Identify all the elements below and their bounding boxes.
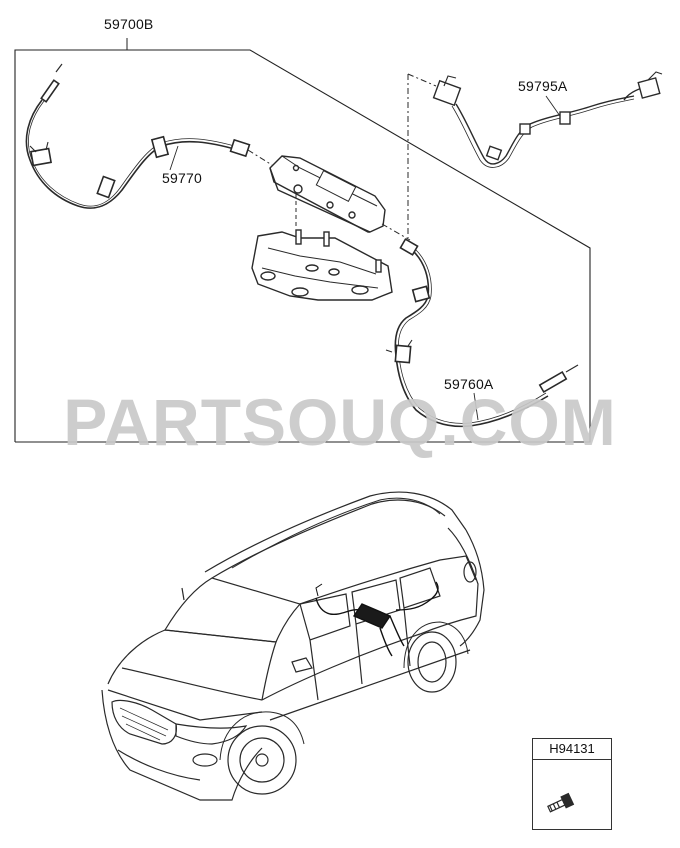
watermark: PARTSOUQ.COM xyxy=(63,385,617,459)
callout-front-cable: 59770 xyxy=(162,170,202,186)
harness-59795a xyxy=(407,71,663,238)
callout-assembly: 59700B xyxy=(104,16,154,32)
callout-rear-cable: 59760A xyxy=(444,376,494,392)
vehicle-cable-route xyxy=(315,581,439,657)
assembly-frame xyxy=(14,49,591,443)
reference-code: H94131 xyxy=(533,739,611,760)
grille xyxy=(111,699,177,745)
reference-box: H94131 xyxy=(532,738,612,830)
callout-harness: 59795A xyxy=(518,78,568,94)
front-cable-59770 xyxy=(25,63,251,209)
vehicle-illustration xyxy=(101,491,485,801)
mounting-bracket xyxy=(251,229,393,301)
rear-cable-59760a xyxy=(385,238,579,428)
bolt-icon xyxy=(547,792,575,813)
epb-module xyxy=(247,149,411,241)
